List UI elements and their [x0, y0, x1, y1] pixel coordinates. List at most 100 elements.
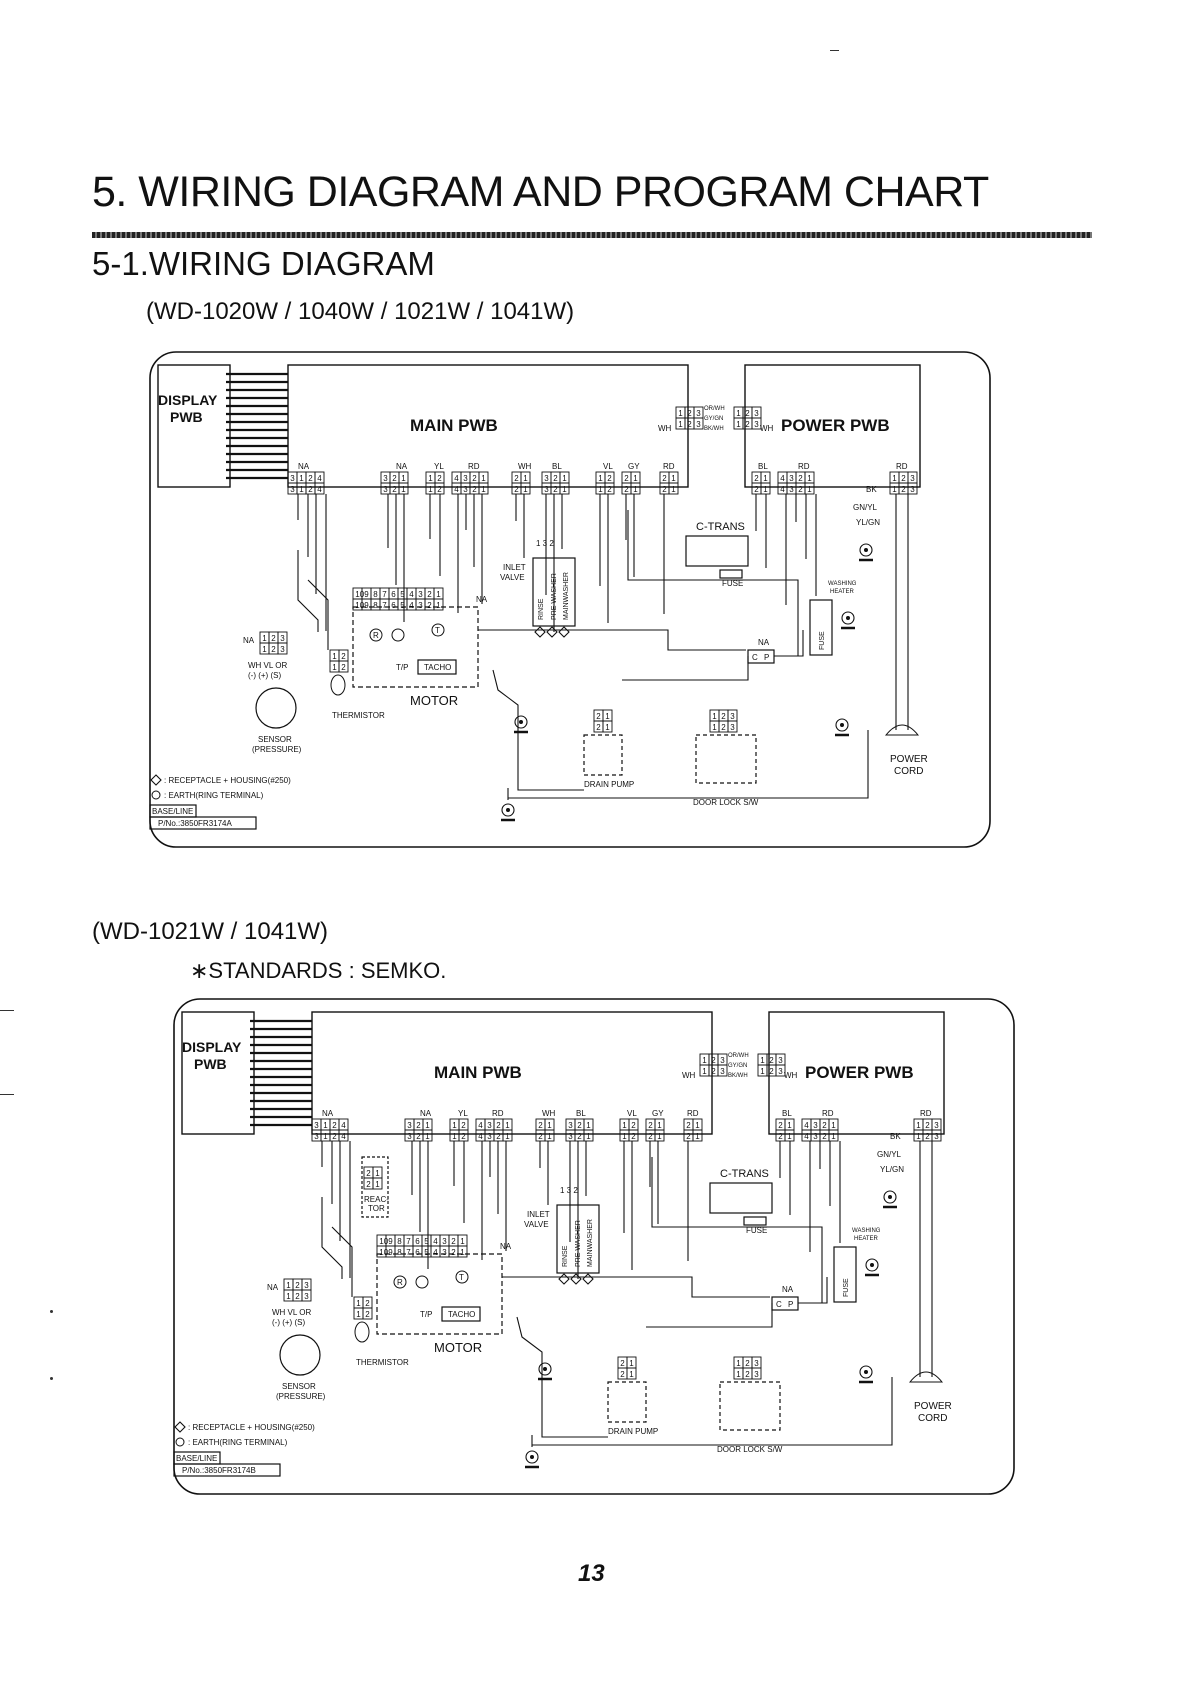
reactor-label: TOR	[368, 1204, 385, 1213]
pin-number: 2	[745, 409, 750, 418]
wire-label: BL	[758, 462, 768, 471]
heater-label: WASHING	[852, 1228, 881, 1234]
pin-number: 10	[379, 1237, 388, 1246]
pin-number: 2	[687, 409, 692, 418]
connector-pin	[301, 1289, 312, 1302]
valve-pins: 1 3 2	[560, 1186, 578, 1195]
pin-number: 1	[807, 474, 812, 483]
receptacle-icon	[174, 1421, 186, 1433]
pin-number: 1	[671, 485, 676, 494]
pin-number: 2	[553, 474, 558, 483]
pin-number: 1	[633, 485, 638, 494]
pin-number: 2	[662, 485, 667, 494]
pin-number: 3	[407, 1121, 412, 1130]
pin-number: 2	[620, 1359, 625, 1368]
wire-label: OR/WH	[704, 406, 725, 412]
pin-number: 3	[778, 1056, 783, 1065]
door-lock-label: DOOR LOCK S/W	[693, 798, 759, 807]
fuse-icon	[743, 1216, 767, 1226]
c-trans	[685, 535, 749, 567]
pin-number: 1	[356, 1310, 361, 1319]
pin-number: 3	[720, 1056, 725, 1065]
pin-number: 3	[568, 1132, 573, 1141]
pin-number: 1	[323, 1121, 328, 1130]
cp-label: P	[788, 1300, 793, 1309]
pin-number: 1	[323, 1132, 328, 1141]
pin-number: 2	[648, 1132, 653, 1141]
wire-label: BL	[782, 1109, 792, 1118]
pin-number: 3	[442, 1237, 447, 1246]
pin-number: 2	[271, 645, 276, 654]
wire-label: WH	[682, 1071, 696, 1080]
diagram-frame	[149, 351, 991, 848]
wire-label: WH VL OR	[272, 1308, 311, 1317]
pin-number: 6	[391, 601, 396, 610]
connector-pin	[457, 1245, 468, 1258]
pin-number: 2	[366, 1180, 371, 1189]
pin-number: 1	[436, 590, 441, 599]
fuse-label: FUSE	[746, 1226, 767, 1235]
washing-heater	[809, 599, 833, 656]
pin-number: 3	[487, 1121, 492, 1130]
connector-pin	[583, 1129, 594, 1142]
pin-number: 9	[364, 590, 369, 599]
pin-number: 9	[388, 1248, 393, 1257]
wire-label: YL	[434, 462, 444, 471]
earth-dot	[519, 720, 523, 724]
pin-number: 3	[418, 590, 423, 599]
cp-label: C	[752, 653, 758, 662]
motor-rotor-icon	[393, 1275, 407, 1289]
display-pwb-label: DISPLAY	[182, 1039, 242, 1055]
pin-number: 4	[804, 1132, 809, 1141]
display-pwb-label: PWB	[194, 1056, 227, 1072]
pin-number: 3	[754, 1370, 759, 1379]
pin-number: 2	[332, 1132, 337, 1141]
pin-number: 2	[631, 1121, 636, 1130]
reactor	[361, 1156, 389, 1218]
connector-pin	[433, 598, 444, 611]
wire-label: YL	[458, 1109, 468, 1118]
pin-number: 2	[451, 1237, 456, 1246]
wire-label: GN/YL	[853, 503, 878, 512]
pin-number: 3	[730, 723, 735, 732]
earth-dot	[864, 1370, 868, 1374]
pin-number: 3	[813, 1132, 818, 1141]
pin-number: 7	[382, 590, 387, 599]
pin-number: 2	[754, 485, 759, 494]
pin-number: 9	[388, 1237, 393, 1246]
pin-number: 1	[505, 1121, 510, 1130]
inlet-valve-label: VALVE	[500, 573, 525, 582]
legend-receptacle: : RECEPTACLE + HOUSING(#250)	[188, 1423, 315, 1432]
pin-number: 3	[314, 1121, 319, 1130]
power-pwb-label: POWER PWB	[781, 416, 890, 435]
wire-label: YL/GN	[880, 1165, 904, 1174]
pin-number: 2	[711, 1067, 716, 1076]
plug-icon	[908, 1371, 944, 1383]
wire	[622, 656, 749, 681]
connector-pin	[478, 482, 489, 495]
fuse-icon	[719, 569, 743, 579]
pin-number: 1	[299, 474, 304, 483]
pin-number: 2	[745, 1359, 750, 1368]
wire-label: GY	[652, 1109, 664, 1118]
earth-ring	[501, 803, 515, 817]
door-lock-label: DOOR LOCK S/W	[717, 1445, 783, 1454]
wire-label: RD	[663, 462, 675, 471]
pin-number: 1	[892, 485, 897, 494]
wire-label: RD	[492, 1109, 504, 1118]
pin-number: 2	[901, 485, 906, 494]
earth-icon	[841, 611, 855, 630]
power-pwb-label: POWER PWB	[805, 1063, 914, 1082]
pin-number: 3	[314, 1132, 319, 1141]
pin-number: 3	[463, 485, 468, 494]
motor-stator-icon	[391, 628, 405, 642]
wire-label: VL	[603, 462, 613, 471]
heater-fuse-label: FUSE	[819, 631, 826, 650]
